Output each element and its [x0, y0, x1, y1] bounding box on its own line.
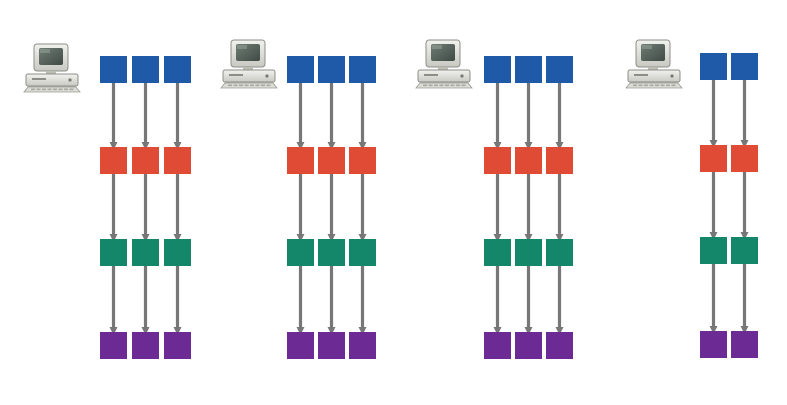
- input-box: [164, 56, 191, 83]
- stage-3-box: [318, 239, 345, 266]
- input-box: [700, 53, 727, 80]
- input-box: [731, 53, 758, 80]
- stage-3-box: [100, 239, 127, 266]
- input-box: [132, 56, 159, 83]
- stage-2-box: [700, 145, 727, 172]
- desktop-computer-icon: [23, 43, 81, 93]
- input-box: [546, 56, 573, 83]
- stage-2-box: [164, 147, 191, 174]
- stage-2-box: [318, 147, 345, 174]
- stage-3-box: [132, 239, 159, 266]
- desktop-computer-icon: [220, 39, 278, 89]
- output-box: [132, 332, 159, 359]
- output-box: [484, 332, 511, 359]
- stage-3-box: [484, 239, 511, 266]
- stage-3-box: [164, 239, 191, 266]
- output-box: [349, 332, 376, 359]
- stage-2-box: [515, 147, 542, 174]
- stage-3-box: [700, 237, 727, 264]
- input-box: [100, 56, 127, 83]
- stage-3-box: [287, 239, 314, 266]
- stage-2-box: [546, 147, 573, 174]
- desktop-computer-icon: [625, 39, 683, 89]
- output-box: [164, 332, 191, 359]
- stage-3-box: [349, 239, 376, 266]
- output-box: [700, 331, 727, 358]
- output-box: [546, 332, 573, 359]
- input-box: [349, 56, 376, 83]
- input-box: [515, 56, 542, 83]
- stage-2-box: [731, 145, 758, 172]
- output-box: [318, 332, 345, 359]
- stage-2-box: [484, 147, 511, 174]
- stage-2-box: [100, 147, 127, 174]
- output-box: [100, 332, 127, 359]
- output-box: [731, 331, 758, 358]
- stage-2-box: [287, 147, 314, 174]
- stage-3-box: [546, 239, 573, 266]
- input-box: [484, 56, 511, 83]
- output-box: [515, 332, 542, 359]
- stage-3-box: [515, 239, 542, 266]
- stage-3-box: [731, 237, 758, 264]
- stage-2-box: [132, 147, 159, 174]
- input-box: [287, 56, 314, 83]
- input-box: [318, 56, 345, 83]
- desktop-computer-icon: [415, 39, 473, 89]
- output-box: [287, 332, 314, 359]
- stage-2-box: [349, 147, 376, 174]
